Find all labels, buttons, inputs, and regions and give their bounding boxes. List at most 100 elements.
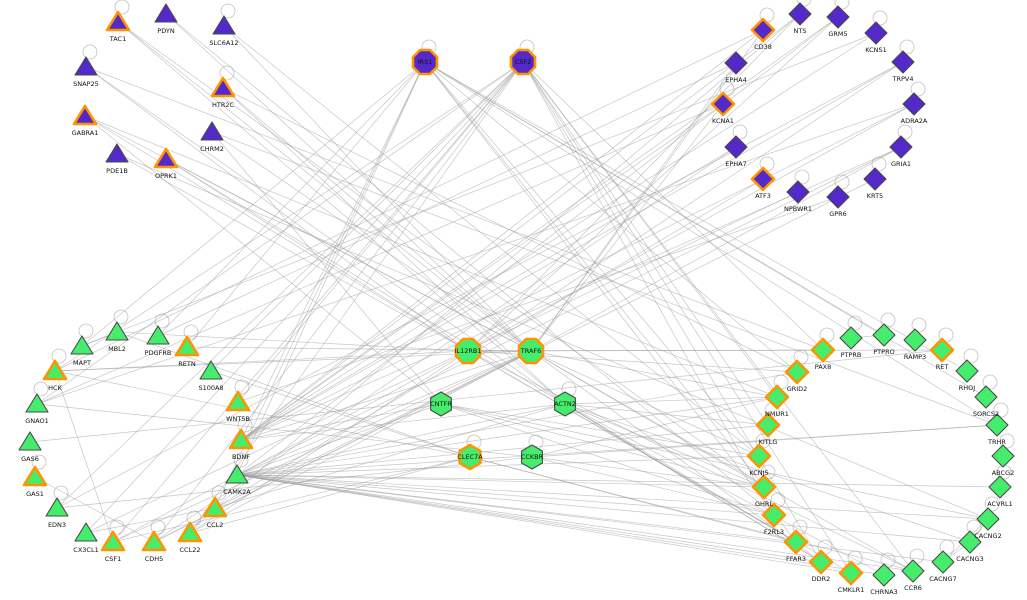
self-loop-PTPRO xyxy=(880,312,896,328)
node-PTPRB[interactable] xyxy=(839,326,863,350)
node-label-PAX8: PAX8 xyxy=(815,363,832,371)
edge-CSF2-GNAO1 xyxy=(36,61,524,405)
node-PDYN[interactable] xyxy=(154,3,178,23)
node-HTR2C[interactable] xyxy=(210,76,236,98)
node-KCNA1[interactable] xyxy=(710,91,736,117)
node-GABRA1[interactable] xyxy=(72,104,98,126)
node-label-KITLG: KITLG xyxy=(759,438,778,446)
node-S100A8[interactable] xyxy=(199,360,223,380)
node-ADRA2A[interactable] xyxy=(902,92,926,116)
node-DDR2[interactable] xyxy=(808,549,834,575)
node-PDGFRB[interactable] xyxy=(146,325,170,345)
node-GRM5[interactable] xyxy=(826,5,850,29)
node-ATF3[interactable] xyxy=(750,166,776,192)
node-GHRL[interactable] xyxy=(751,474,777,500)
node-CCL2[interactable] xyxy=(202,496,228,518)
self-loop-CACNG3 xyxy=(966,519,982,535)
node-RAMP3[interactable] xyxy=(903,328,927,352)
node-KCNS1[interactable] xyxy=(864,21,888,45)
node-TRHR[interactable] xyxy=(985,413,1009,437)
edge-TRAF6-KCNJ5 xyxy=(530,350,760,457)
node-CAMK2A[interactable] xyxy=(225,464,249,484)
node-NMUR1[interactable] xyxy=(764,384,790,410)
node-TRAF6[interactable] xyxy=(517,337,545,365)
node-ACTN2[interactable] xyxy=(554,391,576,417)
node-RET[interactable] xyxy=(929,337,955,363)
node-CCKBR[interactable] xyxy=(521,444,543,470)
node-GNAO1[interactable] xyxy=(25,393,49,413)
node-EDN3[interactable] xyxy=(45,497,69,517)
node-BDNF[interactable] xyxy=(228,428,254,450)
node-CSF2[interactable] xyxy=(509,48,537,76)
node-PDE1B[interactable] xyxy=(105,143,129,163)
node-KCNJ5[interactable] xyxy=(746,443,772,469)
node-label-EPHA7: EPHA7 xyxy=(725,160,747,168)
node-TRPV4[interactable] xyxy=(891,50,915,74)
node-CSF1[interactable] xyxy=(100,530,126,552)
node-KRT5[interactable] xyxy=(863,167,887,191)
edge-CSF2-CSF1 xyxy=(112,61,524,543)
node-HCK[interactable] xyxy=(42,359,68,381)
node-EPHA4[interactable] xyxy=(724,51,748,75)
node-NPBWR1[interactable] xyxy=(786,180,810,204)
node-label-CHRNA3: CHRNA3 xyxy=(870,588,897,596)
node-CHRM2[interactable] xyxy=(200,121,224,141)
node-PAX8[interactable] xyxy=(810,337,836,363)
node-GAS1[interactable] xyxy=(22,465,48,487)
node-CDH5[interactable] xyxy=(141,530,167,552)
node-SNAP25[interactable] xyxy=(74,56,98,76)
edge-TRAF6-PDYN xyxy=(165,13,532,352)
node-PTPRO[interactable] xyxy=(872,323,896,347)
edge-TRAF6-EPHA4 xyxy=(530,62,737,352)
node-OPRK1[interactable] xyxy=(153,147,179,169)
edge-CSF2-PAX8 xyxy=(522,61,824,351)
node-WNT5B[interactable] xyxy=(225,390,251,412)
node-KITLG[interactable] xyxy=(755,412,781,438)
node-ACVRL1[interactable] xyxy=(988,475,1012,499)
node-GRIA1[interactable] xyxy=(889,135,913,159)
node-RETN[interactable] xyxy=(174,335,200,357)
edge-IRS1-BDNF xyxy=(240,61,426,441)
node-SLC6A12[interactable] xyxy=(212,15,236,35)
node-EPHA7[interactable] xyxy=(724,135,748,159)
node-CX3CL1[interactable] xyxy=(74,522,98,542)
node-CMKLR1[interactable] xyxy=(838,560,864,586)
node-CLEC7A[interactable] xyxy=(458,443,482,471)
node-NTS[interactable] xyxy=(788,2,812,26)
node-GPR6[interactable] xyxy=(826,185,850,209)
node-IRS1[interactable] xyxy=(411,48,439,76)
node-label-ADRA2A: ADRA2A xyxy=(901,117,928,125)
edge-ACTN2-KITLG xyxy=(564,403,769,426)
edge-IL12RB1-GABRA1 xyxy=(84,115,469,352)
node-MBL2[interactable] xyxy=(105,321,129,341)
node-CCL22[interactable] xyxy=(177,521,203,543)
node-ABCG2[interactable] xyxy=(991,444,1015,468)
node-CACNG7[interactable] xyxy=(931,550,955,574)
node-label-NTS: NTS xyxy=(794,27,807,35)
node-FFAR3[interactable] xyxy=(783,529,809,555)
node-IL12RB1[interactable] xyxy=(454,337,482,365)
edge-CAMK2A-ACVRL1 xyxy=(236,474,1001,488)
self-loop-CSF1 xyxy=(109,519,125,535)
node-CHRNA3[interactable] xyxy=(872,563,896,587)
node-F2RL3[interactable] xyxy=(761,502,787,528)
node-CCR6[interactable] xyxy=(901,559,925,583)
node-TAC1[interactable] xyxy=(105,10,131,32)
node-label-PTPRB: PTPRB xyxy=(841,351,862,359)
node-label-TAC1: TAC1 xyxy=(109,35,126,43)
node-RHOJ[interactable] xyxy=(955,359,979,383)
node-MAPT[interactable] xyxy=(70,335,94,355)
node-SORCS2[interactable] xyxy=(974,385,998,409)
node-CACNG3[interactable] xyxy=(958,530,982,554)
nodes-layer xyxy=(18,2,1015,587)
node-GAS6[interactable] xyxy=(18,431,42,451)
node-GRID2[interactable] xyxy=(784,359,810,385)
self-loop-RHOJ xyxy=(963,348,979,364)
edge-BDNF-ADRA2A xyxy=(240,103,915,441)
self-loop-GNAO1 xyxy=(33,381,49,397)
node-CD38[interactable] xyxy=(750,17,776,43)
edge-TRAF6-CD38 xyxy=(530,29,764,352)
node-CNTFR[interactable] xyxy=(430,391,452,417)
node-CACNG2[interactable] xyxy=(976,507,1000,531)
